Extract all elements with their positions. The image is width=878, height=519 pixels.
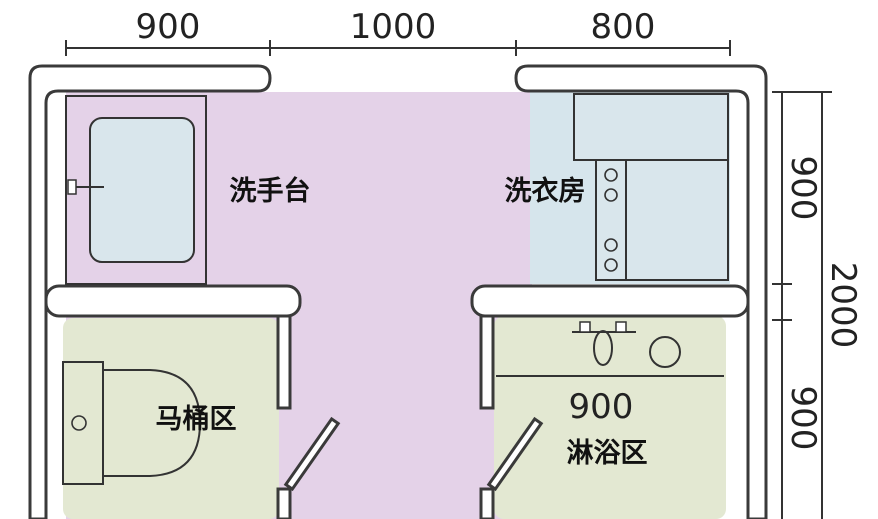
- shower-valve-left: [579, 321, 591, 333]
- vanity-counter: [65, 95, 207, 285]
- dim-shower-width: 900: [569, 387, 634, 427]
- wall-middle-right: [470, 284, 750, 318]
- flush-button-icon: [71, 415, 87, 431]
- shower-valve-right: [615, 321, 627, 333]
- room-label-toilet: 马桶区: [156, 404, 237, 435]
- washer-knob-1: [604, 168, 618, 182]
- shelf-unit: [573, 93, 729, 161]
- toilet-partition-upper: [276, 314, 292, 410]
- toilet-zone: [63, 318, 279, 519]
- dim-right-1: 900: [783, 156, 823, 221]
- washer-knob-3: [604, 238, 618, 252]
- floor-drain-icon: [649, 336, 681, 368]
- toilet-bowl: [103, 369, 202, 477]
- wall-middle-left: [44, 284, 302, 318]
- toilet-door: [283, 416, 341, 492]
- toilet-tank: [62, 361, 104, 485]
- washer-knob-2: [604, 188, 618, 202]
- sink-basin: [89, 117, 195, 263]
- washer-knob-4: [604, 258, 618, 272]
- room-label-laundry: 洗衣房: [505, 175, 586, 207]
- wall-top-right: [514, 64, 768, 519]
- faucet-base: [67, 179, 77, 195]
- dim-top-3: 800: [591, 7, 656, 47]
- shower-partition-lower: [479, 487, 495, 519]
- room-label-sink: 洗手台: [230, 175, 311, 207]
- shower-head-icon: [593, 330, 613, 366]
- dim-top-2: 1000: [350, 7, 437, 47]
- dim-right-2: 900: [783, 386, 823, 451]
- room-label-shower: 淋浴区: [567, 438, 648, 469]
- washer-machine: [595, 159, 729, 281]
- dim-right-total: 2000: [823, 262, 863, 349]
- wall-top-left: [28, 64, 272, 519]
- dim-top-1: 900: [136, 7, 201, 47]
- shower-door: [486, 416, 544, 492]
- shower-partition-upper: [479, 314, 495, 410]
- toilet-partition-lower: [276, 487, 292, 519]
